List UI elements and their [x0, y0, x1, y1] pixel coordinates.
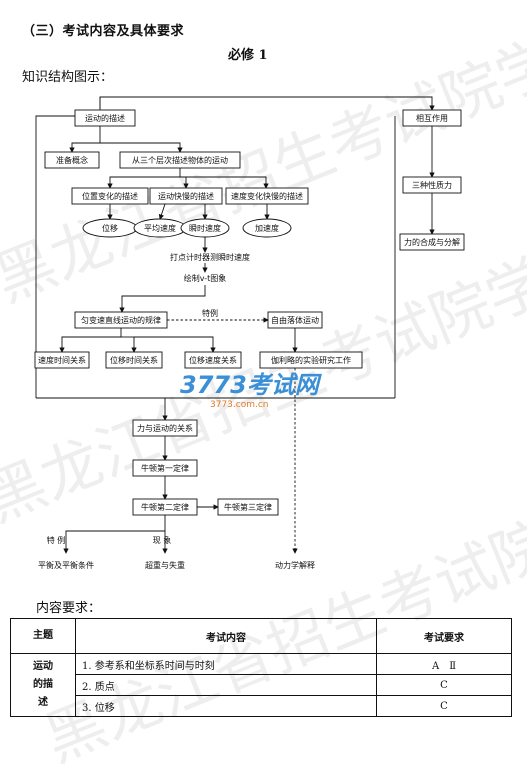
diagram-label: 知识结构图示： — [22, 70, 114, 85]
label-special-case2: 特 例 — [47, 535, 66, 545]
label-avg-velocity: 平均速度 — [144, 223, 176, 233]
requirement-cell: C — [376, 674, 512, 696]
label-disp-time: 位移时间关系 — [110, 355, 158, 365]
box-vel-time — [34, 351, 90, 369]
label-three-forces: 三种性质力 — [412, 180, 452, 190]
label-three-levels: 从三个层次描述物体的运动 — [132, 155, 228, 165]
label-inst-velocity: 瞬时速度 — [189, 223, 221, 233]
label-velocity-change-rate: 速度变化快慢的描述 — [231, 191, 303, 201]
label-motion-description: 运动的描述 — [85, 113, 125, 123]
label-newton3: 牛顿第三定律 — [224, 502, 272, 512]
header-content: 考试内容 — [75, 618, 377, 654]
label-acceleration: 加速度 — [255, 223, 279, 233]
box-force-comp — [399, 233, 465, 251]
label-over-under-weight: 超重与失重 — [145, 560, 185, 570]
section-heading: （三）考试内容及具体要求 — [22, 24, 185, 39]
table-row: 2. 质点 C — [11, 674, 512, 696]
label-newton1: 牛顿第一定律 — [141, 463, 189, 473]
label-prep-concepts: 准备概念 — [56, 155, 88, 165]
content-cell: 3. 位移 — [75, 695, 377, 717]
box-prep-concepts — [44, 151, 100, 169]
header-topic: 主题 — [10, 618, 76, 654]
ellipse-acceleration — [242, 218, 292, 238]
label-balance: 平衡及平衡条件 — [38, 560, 94, 570]
content-cell: 2. 质点 — [75, 674, 377, 696]
requirement-cell: C — [376, 695, 512, 717]
label-force-motion: 力与运动的关系 — [137, 423, 193, 433]
box-speed-change — [149, 187, 223, 205]
label-disp-vel: 位移速度关系 — [189, 355, 237, 365]
content-label: 内容要求： — [36, 601, 102, 616]
site-logo: 3773考试网 3773.com.cn — [180, 365, 350, 410]
logo-text: 3773考试网 — [180, 371, 319, 399]
label-speed-change: 运动快慢的描述 — [158, 191, 214, 201]
label-galileo: 伽利略的实验研究工作 — [271, 355, 351, 365]
requirements-table: 主题 考试内容 考试要求 运动 的描 述 1. 参考系和坐标系时间与时刻 A Ⅱ… — [10, 618, 512, 717]
topic-cell: 运动 的描 述 — [10, 653, 76, 717]
label-newton2: 牛顿第二定律 — [141, 502, 189, 512]
label-special-case: 特例 — [202, 308, 218, 318]
label-interaction: 相互作用 — [416, 113, 448, 123]
label-dynamics: 动力学解释 — [275, 560, 315, 570]
content-cell: 1. 参考系和坐标系时间与时刻 — [75, 653, 377, 675]
label-displacement: 位移 — [102, 223, 118, 233]
label-timer-measure: 打点计时器测瞬时速度 — [170, 252, 250, 262]
table-row: 运动 的描 述 1. 参考系和坐标系时间与时刻 A Ⅱ — [10, 653, 512, 717]
label-phenomenon: 现 象 — [153, 535, 172, 545]
knowledge-structure-diagram: 运动的描述 相互作用 准备概念 从三个层次描述物体的运动 位置变化的描述 运动快… — [34, 96, 465, 570]
label-force-comp: 力的合成与分解 — [404, 237, 460, 247]
table-row: 3. 位移 C — [11, 695, 512, 717]
box-disp-vel — [184, 351, 242, 369]
box-galileo — [259, 351, 363, 369]
box-motion-description — [74, 109, 136, 127]
requirement-cell: A Ⅱ — [376, 653, 512, 675]
box-disp-time — [105, 351, 163, 369]
label-uniform-accel: 匀变速直线运动的规律 — [81, 315, 161, 325]
section-subheading: 必修 1 — [228, 48, 268, 63]
box-newton3 — [217, 498, 279, 516]
label-position-change: 位置变化的描述 — [82, 191, 138, 201]
header-requirement: 考试要求 — [376, 618, 512, 654]
table-header-row: 主题 考试内容 考试要求 — [10, 618, 512, 654]
logo-url: 3773.com.cn — [210, 400, 269, 410]
label-vel-time: 速度时间关系 — [38, 355, 86, 365]
label-vt-graph: 绘制v-t图象 — [184, 273, 227, 283]
label-free-fall: 自由落体运动 — [271, 315, 319, 325]
